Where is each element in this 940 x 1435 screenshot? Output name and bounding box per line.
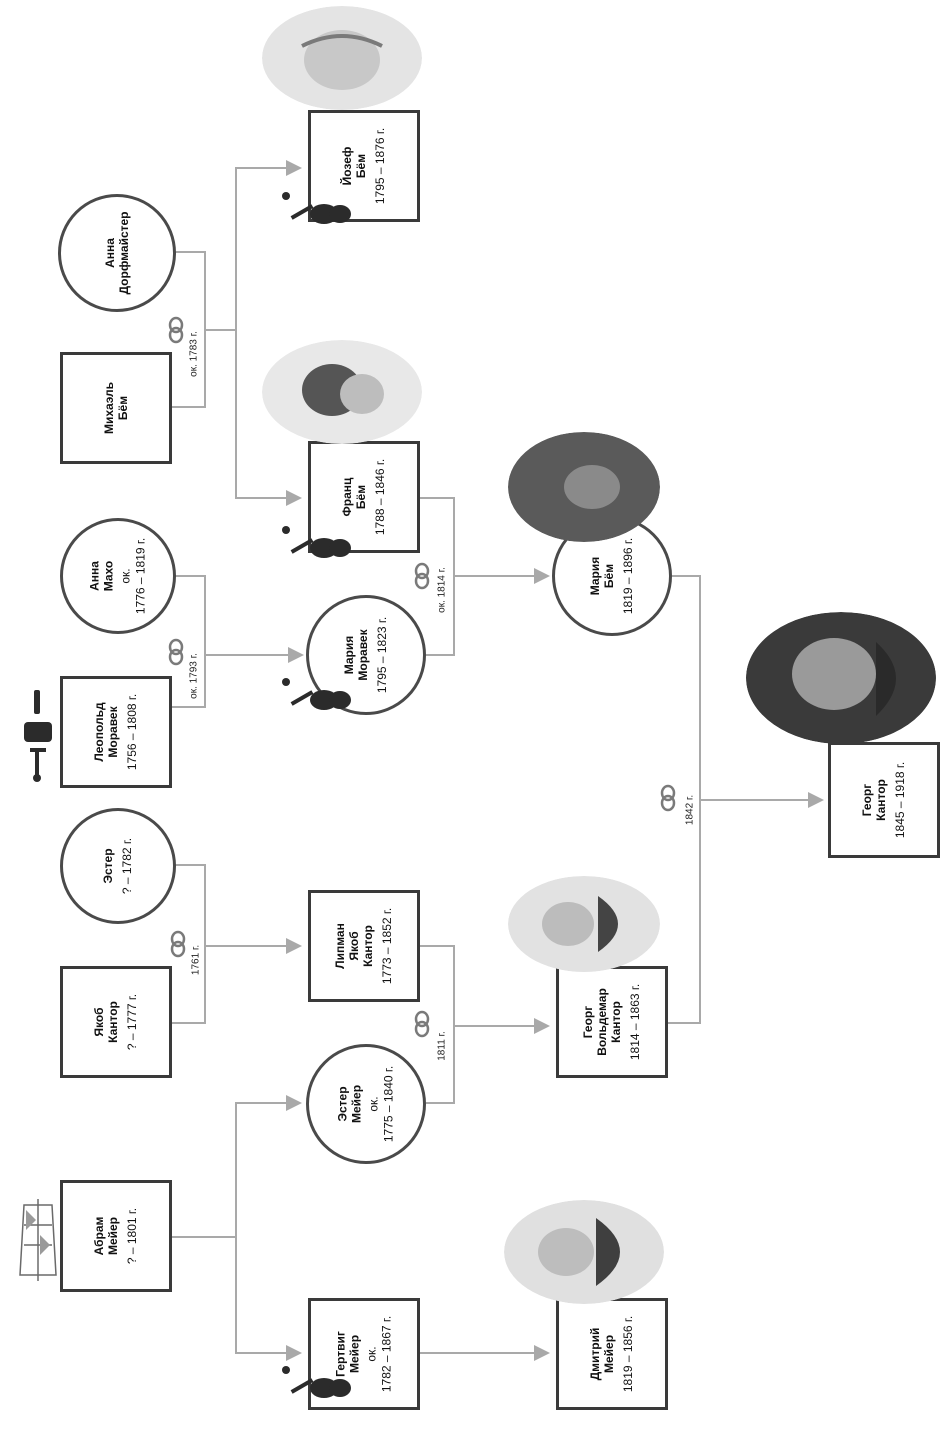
person-dates: 1756 – 1808 г.	[125, 693, 139, 771]
person-name: Якоб Кантор	[92, 1001, 120, 1043]
person-dmitry-meyer[interactable]: Дмитрий Мейер 1819 – 1856 г.	[556, 1298, 668, 1410]
marriage-1814: ок. 1814 г.	[412, 562, 452, 622]
connector-leopold-anna	[172, 575, 206, 708]
violin-icon	[282, 526, 351, 558]
marriage-1811: 1811 г.	[412, 1010, 452, 1070]
violin-icon	[282, 1366, 351, 1398]
portrait-image	[508, 432, 660, 542]
person-dates: 1788 – 1846 г.	[373, 458, 387, 536]
person-prefix: ок.	[364, 1346, 379, 1362]
person-lipman-yakob-kantor[interactable]: Липман Якоб Кантор 1773 – 1852 г.	[308, 890, 420, 1002]
person-abram-meyer[interactable]: Абрам Мейер ? – 1801 г.	[60, 1180, 172, 1292]
person-dates: 1782 – 1867 г.	[379, 1315, 394, 1393]
wedding-rings-icon	[168, 316, 184, 344]
person-name: Георг Вольдемар Кантор	[581, 988, 623, 1056]
violin-icon	[282, 678, 351, 710]
marriage-year: ок. 1793 г.	[188, 653, 200, 699]
person-dates: ? – 1777 г.	[125, 993, 139, 1051]
person-dates: 1814 – 1863 г.	[628, 983, 642, 1061]
wedding-rings-icon	[170, 930, 186, 958]
person-name: Эстер Мейер	[335, 1084, 364, 1124]
person-dates: 1775 – 1840 г.	[381, 1065, 396, 1143]
person-dates: 1776 – 1819 г.	[133, 537, 148, 615]
wedding-rings-icon	[414, 1010, 430, 1038]
person-dates: 1845 – 1918 г.	[893, 761, 907, 839]
person-dates: 1819 – 1856 г.	[621, 1315, 635, 1393]
portrait-image	[262, 340, 422, 444]
person-name: Дмитрий Мейер	[588, 1327, 616, 1381]
portrait-image	[262, 6, 422, 110]
person-name: Леопольд Моравек	[92, 702, 120, 762]
person-dates: 1773 – 1852 г.	[380, 907, 394, 985]
marriage-1842: 1842 г.	[658, 784, 698, 844]
person-dates: ? – 1801 г.	[125, 1207, 139, 1265]
marriage-1761: 1761 г.	[168, 930, 208, 990]
person-ester[interactable]: Эстер ? – 1782 г.	[60, 808, 176, 924]
person-name: Михаэль Бём	[102, 381, 130, 435]
person-name: Мария Бём	[588, 556, 616, 596]
person-name: Абрам Мейер	[92, 1216, 120, 1256]
person-dates: 1819 – 1896 г.	[621, 537, 635, 615]
person-yakob-kantor[interactable]: Якоб Кантор ? – 1777 г.	[60, 966, 172, 1078]
portrait-image	[504, 1200, 664, 1304]
connector-abram-children	[170, 1095, 302, 1238]
marriage-year: ок. 1783 г.	[188, 331, 200, 377]
person-name: Анна Дорфмайстер	[103, 211, 131, 295]
person-dates: 1795 – 1823 г.	[375, 616, 389, 694]
wedding-rings-icon	[660, 784, 676, 812]
connector-estermeyer-lipman	[420, 945, 455, 1104]
person-mikhael-bem[interactable]: Михаэль Бём	[60, 352, 172, 464]
person-name: Георг Кантор	[860, 779, 888, 821]
portrait-image	[508, 876, 660, 972]
person-dates: 1795 – 1876 г.	[373, 127, 387, 205]
marriage-year: 1811 г.	[436, 1031, 448, 1061]
marriage-year: 1842 г.	[684, 794, 696, 826]
person-prefix: ок.	[366, 1096, 381, 1112]
wedding-rings-icon	[168, 638, 184, 666]
person-leopold-moravek[interactable]: Леопольд Моравек 1756 – 1808 г.	[60, 676, 172, 788]
person-anna-dorfmeister[interactable]: Анна Дорфмайстер	[58, 194, 176, 312]
person-name: Анна Махо	[87, 560, 116, 592]
person-georg-kantor[interactable]: Георг Кантор 1845 – 1918 г.	[828, 742, 940, 858]
portrait-image	[746, 612, 936, 744]
person-dates: ? – 1782 г.	[120, 837, 134, 895]
marriage-1793: ок. 1793 г.	[166, 638, 206, 699]
connector-yakob-ester	[172, 864, 206, 1024]
sailing-ship-icon	[19, 1199, 57, 1281]
marriage-year: ок. 1814 г.	[436, 567, 448, 613]
wedding-rings-icon	[414, 562, 430, 590]
marriage-1783: ок. 1783 г.	[166, 316, 206, 377]
person-georg-voldemar-kantor[interactable]: Георг Вольдемар Кантор 1814 – 1863 г.	[556, 966, 668, 1078]
violin-icon	[282, 192, 351, 224]
cutlery-icon	[24, 690, 52, 782]
person-prefix: ок.	[118, 568, 133, 584]
marriage-year: 1761 г.	[190, 944, 202, 976]
person-name: Липман Якоб Кантор	[333, 923, 375, 969]
person-name: Эстер	[101, 848, 115, 884]
